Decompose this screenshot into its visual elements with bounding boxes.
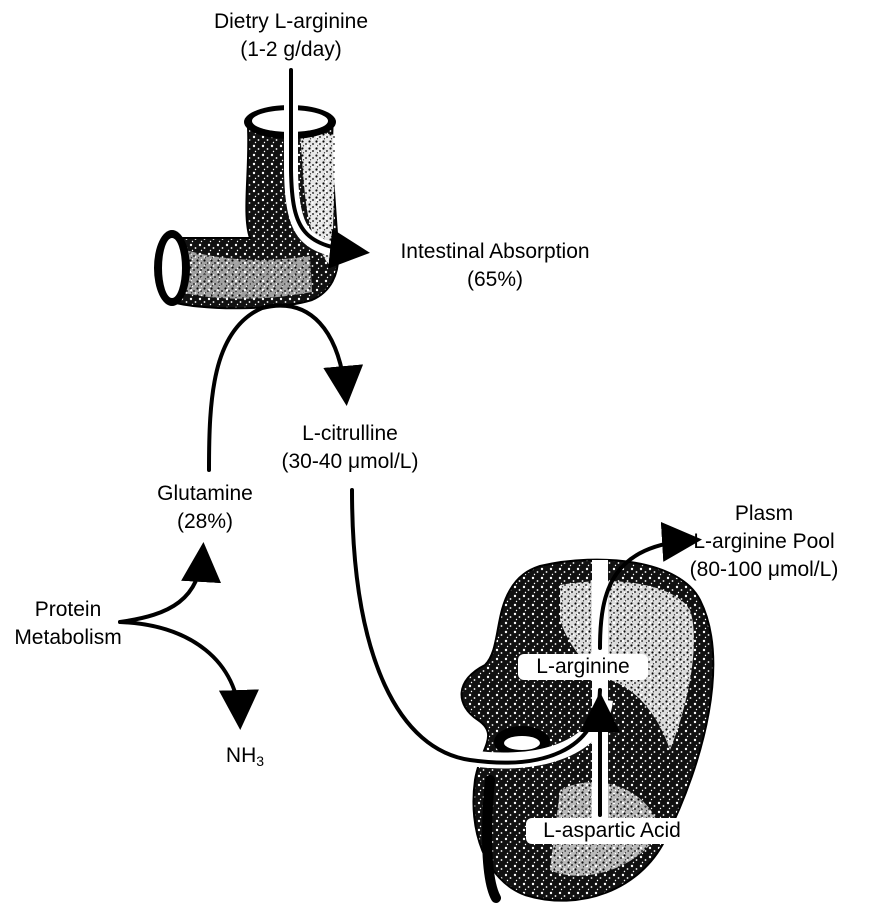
- arrow-protein-to-nh3: [120, 622, 240, 722]
- protein-metabolism-line2: Metabolism: [0, 624, 136, 652]
- citrulline-label: L-citrulline (30-40 μmol/L): [260, 420, 440, 476]
- citrulline-concentration: (30-40 μmol/L): [260, 448, 440, 476]
- glutamine-title: Glutamine: [130, 480, 280, 508]
- dietary-arginine-label: Dietry L-arginine (1-2 g/day): [200, 8, 382, 64]
- intestine-illustration: [154, 78, 348, 308]
- plasma-pool-label: Plasm L-arginine Pool (80-100 μmol/L): [660, 500, 868, 584]
- protein-metabolism-line1: Protein: [0, 596, 136, 624]
- dietary-arginine-amount: (1-2 g/day): [200, 36, 382, 64]
- intestinal-absorption-percent: (65%): [384, 266, 606, 294]
- aspartic-acid-label: L-aspartic Acid: [526, 818, 698, 844]
- nh3-base: NH: [226, 744, 256, 767]
- kidney-arginine-label: L-arginine: [518, 654, 648, 680]
- protein-metabolism-label: Protein Metabolism: [0, 596, 136, 652]
- dietary-arginine-title: Dietry L-arginine: [200, 8, 382, 36]
- plasma-pool-line1: Plasm: [660, 500, 868, 528]
- citrulline-title: L-citrulline: [260, 420, 440, 448]
- glutamine-label: Glutamine (28%): [130, 480, 280, 536]
- intestinal-absorption-label: Intestinal Absorption (65%): [384, 238, 606, 294]
- intestinal-absorption-title: Intestinal Absorption: [384, 238, 606, 266]
- nh3-subscript: 3: [256, 753, 264, 769]
- nh3-label: NH3: [210, 742, 280, 770]
- glutamine-percent: (28%): [130, 508, 280, 536]
- plasma-pool-line2: L-arginine Pool: [660, 528, 868, 556]
- plasma-pool-concentration: (80-100 μmol/L): [660, 556, 868, 584]
